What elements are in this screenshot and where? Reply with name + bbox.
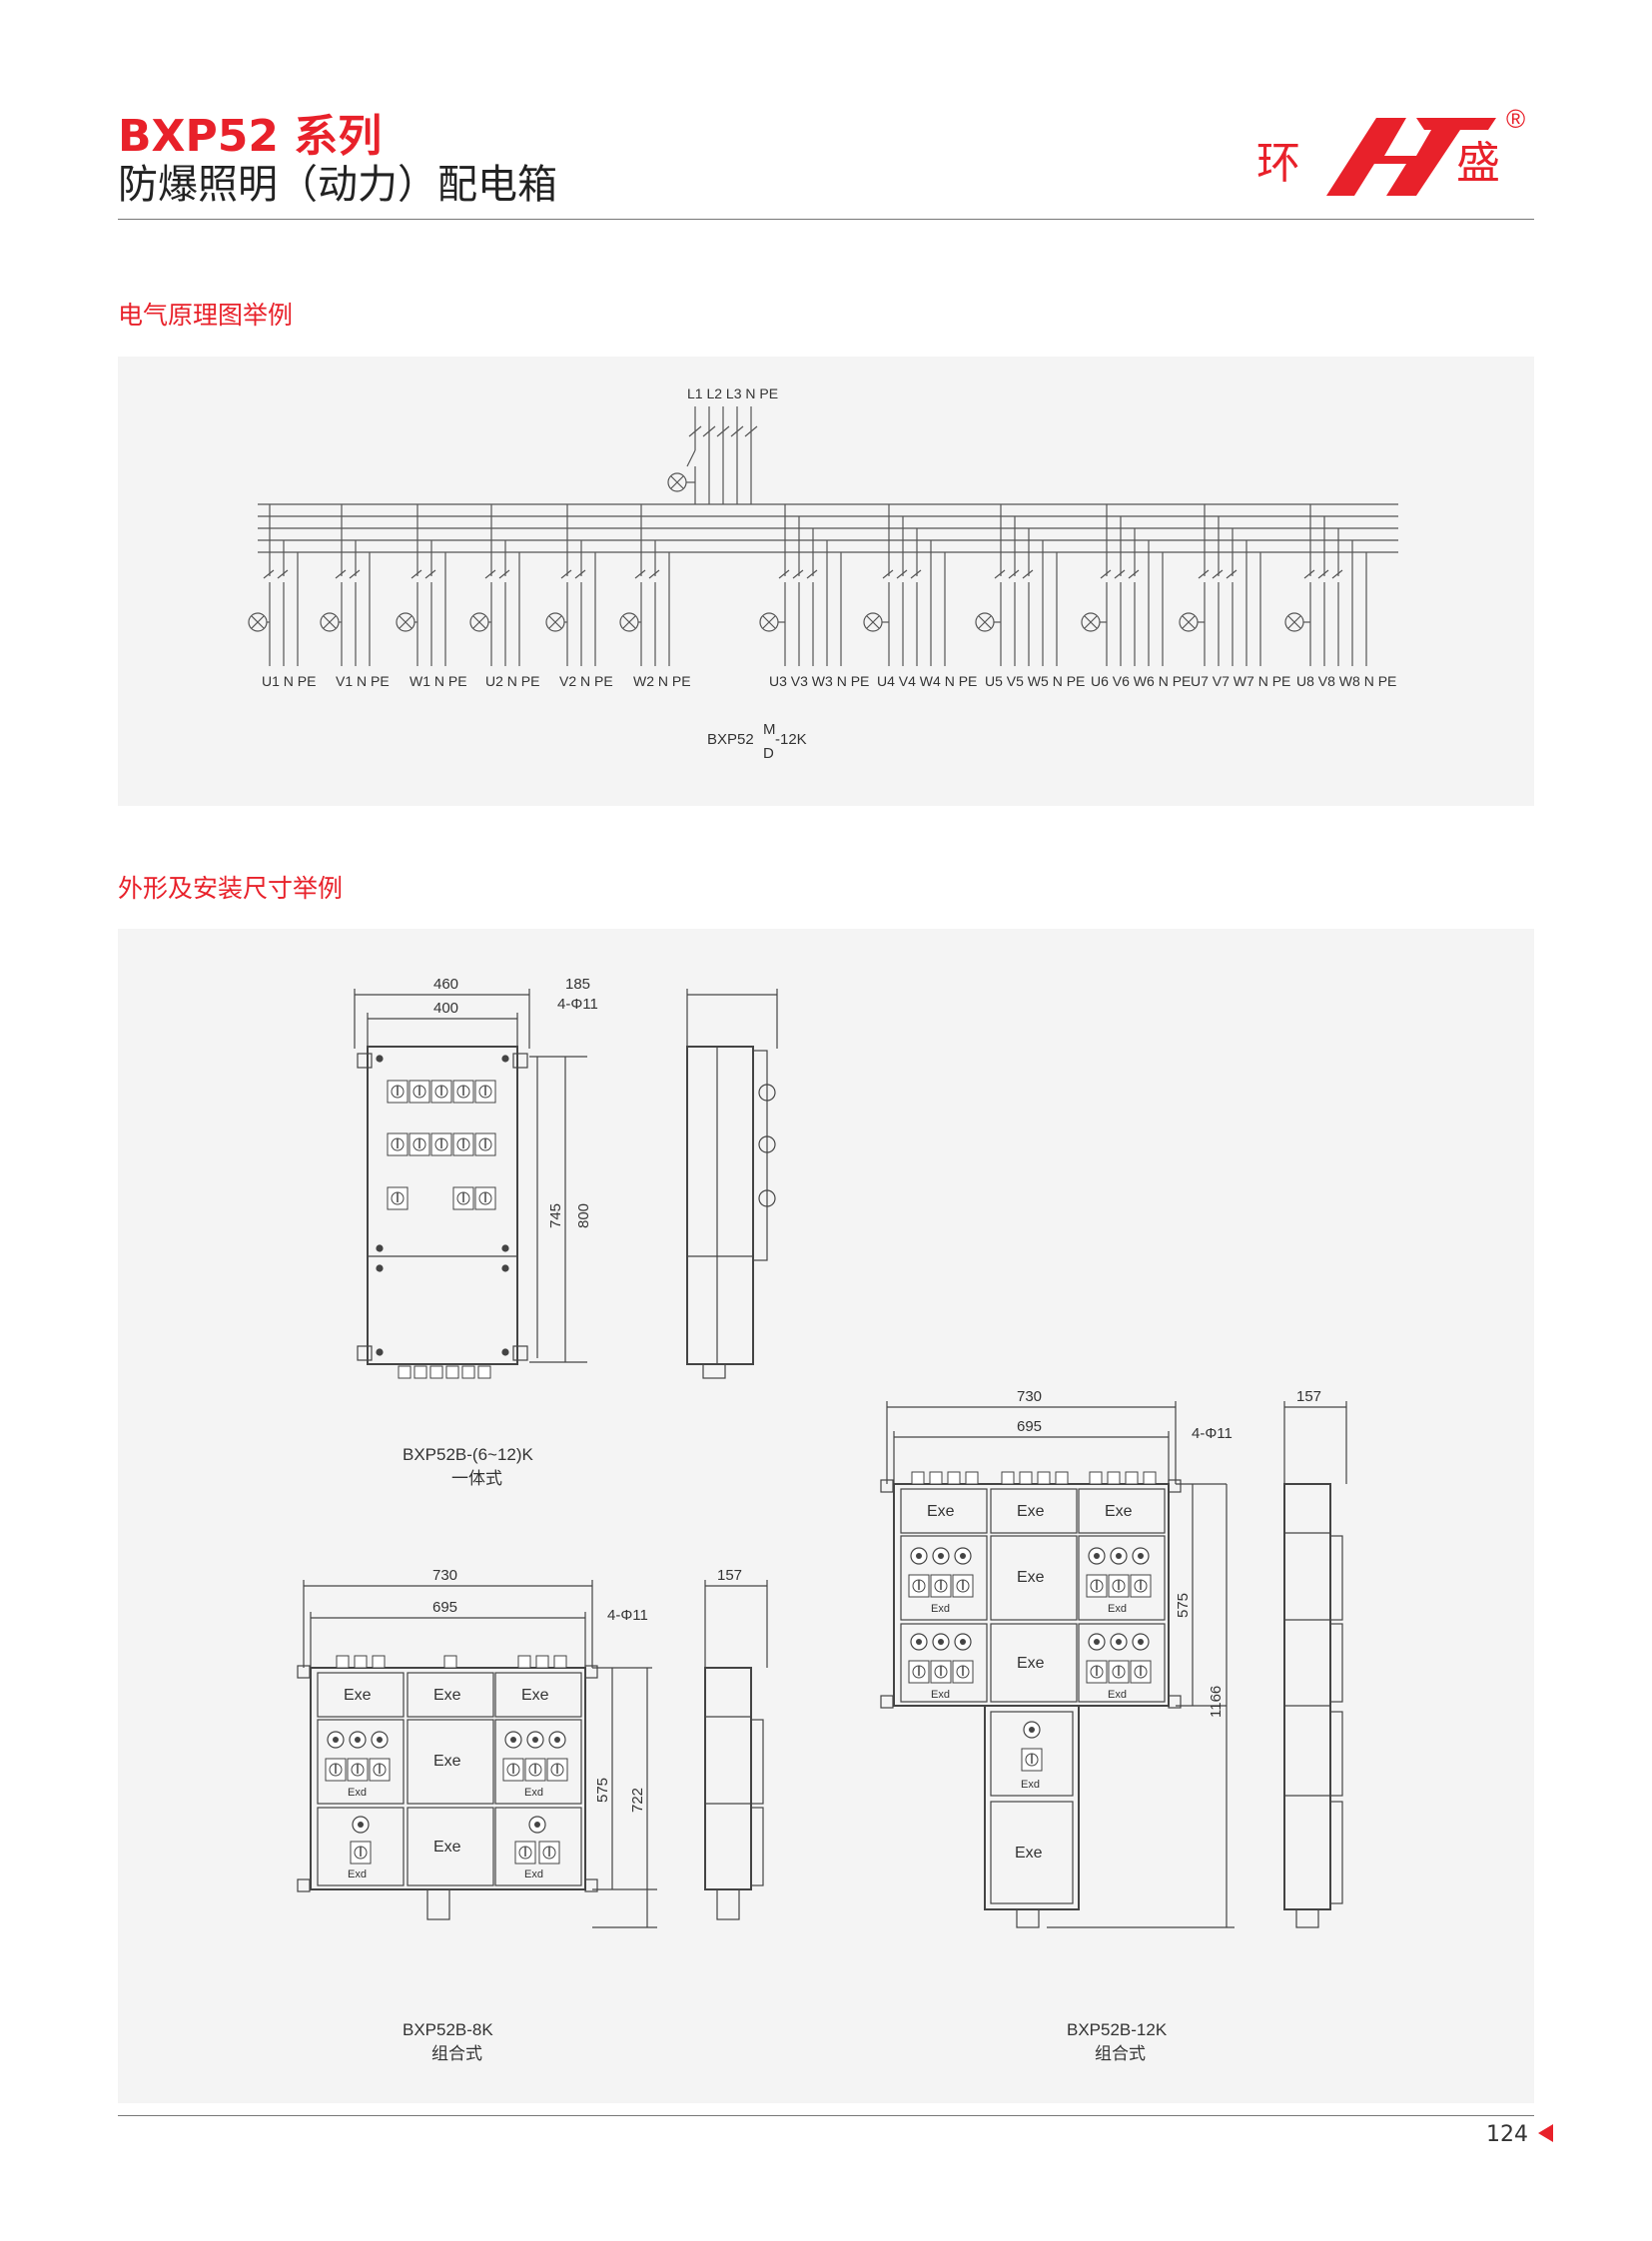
output-label-3: W1 N PE	[410, 673, 467, 689]
schematic-model: BXP52 M D -12K	[707, 721, 807, 762]
module-exd-label: Exd	[1108, 1689, 1127, 1701]
model-prefix: BXP52	[707, 731, 754, 748]
output-label-1: U1 N PE	[262, 673, 316, 689]
output-label-8: U4 V4 W4 N PE	[877, 673, 977, 689]
combo8-type: 组合式	[431, 2044, 482, 2063]
logo-registered-mark: ®	[1506, 104, 1525, 134]
combo8-hole-spec: 4-Φ11	[607, 1607, 648, 1624]
combo12-depth: 157	[1296, 1388, 1321, 1405]
module-exd-label: Exd	[931, 1603, 950, 1615]
integral-width-inner: 400	[433, 1000, 458, 1017]
integral-front-view	[354, 989, 587, 1365]
module-exd-label: Exd	[931, 1689, 950, 1701]
combo8-width-inner: 695	[432, 1599, 457, 1616]
series-title: BXP52 系列	[118, 111, 383, 162]
integral-model: BXP52B-(6~12)K	[403, 1445, 534, 1464]
integral-height-inner: 745	[547, 1203, 564, 1228]
model-bottom: D	[763, 745, 774, 762]
output-label-7: U3 V3 W3 N PE	[769, 673, 869, 689]
logo-left-char: 环	[1256, 139, 1300, 188]
page-number: 124	[1486, 2122, 1528, 2147]
module-exe-label: Exe	[927, 1503, 955, 1520]
header-divider	[118, 219, 1534, 220]
combo12-exd-labels: Exd Exd Exd Exd Exd	[931, 1603, 1127, 1791]
module-exd-label: Exd	[348, 1787, 367, 1799]
module-exe-label: Exe	[433, 1839, 461, 1856]
schematic-section-title: 电气原理图举例	[118, 301, 294, 330]
combo8-front-view	[297, 1580, 657, 1928]
output-label-10: U6 V6 W6 N PE	[1091, 673, 1191, 689]
module-exe-label: Exe	[521, 1687, 549, 1704]
footer-divider	[118, 2115, 1534, 2116]
combo12-model: BXP52B-12K	[1067, 2020, 1168, 2039]
output-label-5: V2 N PE	[559, 673, 613, 689]
combo12-width-inner: 695	[1017, 1418, 1042, 1435]
module-exe-label: Exe	[433, 1687, 461, 1704]
model-top: M	[763, 721, 776, 738]
module-exd-label: Exd	[1021, 1779, 1040, 1791]
schematic-panel: L1 L2 L3 N PE	[118, 357, 1534, 806]
bus-label: L1 L2 L3 N PE	[687, 385, 778, 401]
output-label-4: U2 N PE	[485, 673, 539, 689]
page-arrow-icon	[1538, 2124, 1553, 2142]
module-exe-label: Exe	[1105, 1503, 1133, 1520]
output-label-9: U5 V5 W5 N PE	[985, 673, 1085, 689]
combo8-height-inner: 575	[594, 1778, 611, 1803]
dimensions-panel: 460 400 4-Φ11 185 745 800 BXP52B-(6~12)K…	[118, 929, 1534, 2103]
integral-type: 一体式	[451, 1469, 502, 1488]
integral-height-outer: 800	[575, 1203, 592, 1228]
combo8-exd-labels: Exd Exd Exd Exd	[348, 1787, 543, 1880]
combo12-width-outer: 730	[1017, 1388, 1042, 1405]
output-label-6: W2 N PE	[633, 673, 691, 689]
module-exe-label: Exe	[344, 1687, 372, 1704]
combo8-module-labels: Exe Exe Exe Exe Exe	[344, 1687, 549, 1856]
combo8-height-outer: 722	[629, 1788, 646, 1813]
module-exe-label: Exe	[1017, 1655, 1045, 1672]
integral-width-outer: 460	[433, 976, 458, 993]
integral-depth: 185	[565, 976, 590, 993]
output-label-12: U8 V8 W8 N PE	[1296, 673, 1396, 689]
combo12-dims: 730 695 4-Φ11 157 575 1166	[1017, 1388, 1321, 1718]
combo12-height-outer: 1166	[1208, 1686, 1225, 1718]
module-exd-label: Exd	[524, 1868, 543, 1880]
module-exe-label: Exe	[1017, 1569, 1045, 1586]
page-subtitle: 防爆照明（动力）配电箱	[118, 162, 557, 208]
module-exd-label: Exd	[524, 1787, 543, 1799]
logo-right-char: 盛	[1456, 139, 1500, 188]
module-exd-label: Exd	[1108, 1603, 1127, 1615]
combo12-front-view	[880, 1401, 1235, 1928]
combo8-glands	[336, 1655, 567, 1669]
model-suffix: -12K	[775, 731, 807, 748]
integral-hole-spec: 4-Φ11	[557, 996, 598, 1013]
integral-switches	[387, 1080, 496, 1379]
combo12-type: 组合式	[1095, 2044, 1146, 2063]
output-label-11: U7 V7 W7 N PE	[1191, 673, 1290, 689]
module-exe-label: Exe	[433, 1753, 461, 1770]
integral-dims: 460 400 4-Φ11 185 745 800	[433, 976, 598, 1228]
dimension-drawings: 460 400 4-Φ11 185 745 800 BXP52B-(6~12)K…	[297, 976, 1347, 2063]
combo8-model: BXP52B-8K	[403, 2020, 493, 2039]
combo12-hole-spec: 4-Φ11	[1192, 1425, 1233, 1442]
combo12-glands	[911, 1471, 1157, 1485]
dimensions-section-title: 外形及安装尺寸举例	[118, 874, 344, 903]
combo8-side-view	[704, 1580, 768, 1920]
brand-logo: 环 盛 ®	[1256, 104, 1525, 196]
logo-emblem	[1326, 118, 1468, 196]
combo8-dims: 730 695 4-Φ11 157 575 722	[432, 1567, 742, 1813]
combo8-width-outer: 730	[432, 1567, 457, 1584]
module-exe-label: Exe	[1017, 1503, 1045, 1520]
integral-side-view	[686, 989, 778, 1379]
module-exd-label: Exd	[348, 1868, 367, 1880]
combo12-side-view	[1283, 1401, 1347, 1928]
combo12-height-inner: 575	[1175, 1593, 1192, 1618]
output-label-2: V1 N PE	[336, 673, 390, 689]
wiring-schematic: L1 L2 L3 N PE	[248, 385, 1398, 762]
combo8-depth: 157	[717, 1567, 742, 1584]
module-exe-label: Exe	[1015, 1845, 1043, 1862]
combo12-module-labels: Exe Exe Exe Exe Exe Exe	[927, 1503, 1133, 1862]
logo-emblem-bar	[1416, 118, 1496, 130]
